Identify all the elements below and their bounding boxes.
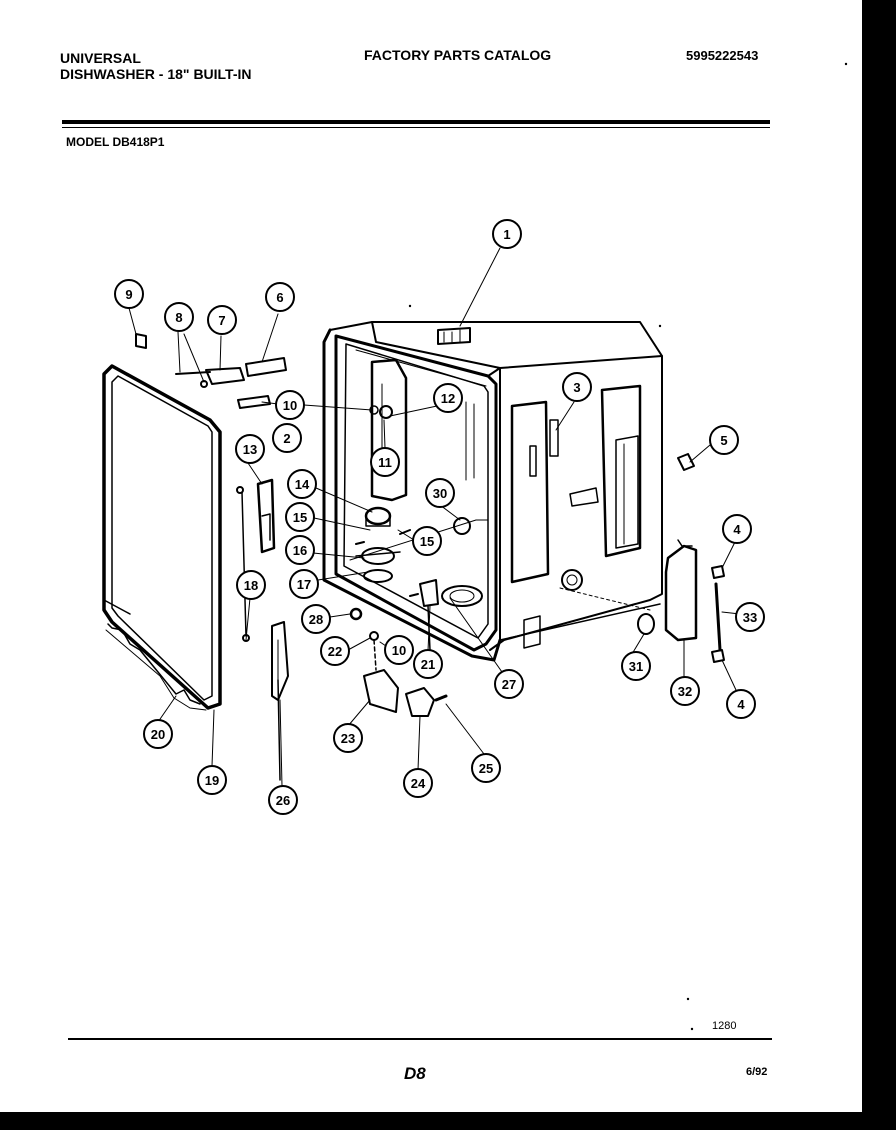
svg-text:7: 7 <box>218 313 225 328</box>
callout-5: 5 <box>709 425 739 455</box>
page-id: D8 <box>404 1064 426 1083</box>
svg-text:31: 31 <box>629 659 643 674</box>
leader-lines <box>128 247 741 787</box>
svg-text:24: 24 <box>411 776 426 791</box>
model-label: MODEL DB418P1 <box>66 135 165 149</box>
callout-21: 21 <box>413 649 443 679</box>
catalog-part-number: 5995222543 <box>686 48 759 63</box>
callout-19: 19 <box>197 765 227 795</box>
callout-6: 6 <box>265 282 295 312</box>
lower-hinge-parts <box>349 579 448 717</box>
svg-text:25: 25 <box>479 761 493 776</box>
svg-text:10: 10 <box>283 398 297 413</box>
callout-14: 14 <box>287 469 317 499</box>
right-side-parts <box>637 453 725 663</box>
callout-4a: 4 <box>722 514 752 544</box>
svg-text:32: 32 <box>678 684 692 699</box>
callout-3: 3 <box>562 372 592 402</box>
hinge-arm-13 <box>236 478 276 554</box>
tub-assembly <box>322 321 663 662</box>
svg-text:10: 10 <box>392 643 406 658</box>
callout-22: 22 <box>320 636 350 666</box>
callout-4b: 4 <box>726 689 756 719</box>
callout-26: 26 <box>268 785 298 815</box>
svg-text:15: 15 <box>293 510 307 525</box>
svg-text:6: 6 <box>276 290 283 305</box>
svg-text:18: 18 <box>244 578 258 593</box>
exploded-parts-diagram: 1 2 3 4 4 5 6 7 8 9 10 10 11 12 13 14 15… <box>102 62 848 1031</box>
callout-12: 12 <box>433 383 463 413</box>
door-hinge-parts <box>135 333 287 409</box>
callout-30: 30 <box>425 478 455 508</box>
callout-1: 1 <box>492 219 522 249</box>
svg-text:14: 14 <box>295 477 310 492</box>
stray-marks <box>408 62 848 1031</box>
callout-13: 13 <box>235 434 265 464</box>
callout-9: 9 <box>114 279 144 309</box>
callout-24: 24 <box>403 768 433 798</box>
callout-10a: 10 <box>275 390 305 420</box>
door-spring-parts <box>241 491 289 781</box>
svg-text:28: 28 <box>309 612 323 627</box>
callout-16: 16 <box>285 535 315 565</box>
callout-27: 27 <box>494 669 524 699</box>
callout-10b: 10 <box>384 635 414 665</box>
svg-text:17: 17 <box>297 577 311 592</box>
footer-rule <box>68 1038 772 1040</box>
callout-15a: 15 <box>285 502 315 532</box>
svg-text:30: 30 <box>433 486 447 501</box>
catalog-title: FACTORY PARTS CATALOG <box>364 47 552 63</box>
svg-text:20: 20 <box>151 727 165 742</box>
catalog-sheet: UNIVERSAL DISHWASHER - 18" BUILT-IN FACT… <box>0 0 862 1112</box>
callout-33: 33 <box>735 602 765 632</box>
svg-text:2: 2 <box>283 431 290 446</box>
svg-text:1: 1 <box>503 227 510 242</box>
svg-text:22: 22 <box>328 644 342 659</box>
header-rule-thick <box>62 120 770 124</box>
drawing-number: 1280 <box>712 1020 737 1032</box>
svg-text:15: 15 <box>420 534 434 549</box>
revision-date: 6/92 <box>746 1066 768 1078</box>
callout-2: 2 <box>272 423 302 453</box>
callout-32: 32 <box>670 676 700 706</box>
callouts: 1 2 3 4 4 5 6 7 8 9 10 10 11 12 13 14 15… <box>114 219 765 815</box>
svg-text:5: 5 <box>720 433 727 448</box>
callout-25: 25 <box>471 753 501 783</box>
svg-text:4: 4 <box>737 697 745 712</box>
callout-23: 23 <box>333 723 363 753</box>
svg-text:21: 21 <box>421 657 435 672</box>
callout-18: 18 <box>236 570 266 600</box>
svg-text:27: 27 <box>502 677 516 692</box>
svg-text:16: 16 <box>293 543 307 558</box>
svg-text:12: 12 <box>441 391 455 406</box>
callout-20: 20 <box>143 719 173 749</box>
svg-text:19: 19 <box>205 773 219 788</box>
product-label: DISHWASHER - 18" BUILT-IN <box>60 66 252 82</box>
svg-text:8: 8 <box>175 310 182 325</box>
callout-8: 8 <box>164 302 194 332</box>
callout-7: 7 <box>207 305 237 335</box>
svg-text:13: 13 <box>243 442 257 457</box>
svg-text:23: 23 <box>341 731 355 746</box>
svg-text:33: 33 <box>743 610 757 625</box>
header-rule-thin <box>62 127 770 128</box>
callout-31: 31 <box>621 651 651 681</box>
svg-text:11: 11 <box>378 455 392 470</box>
callout-28: 28 <box>301 604 331 634</box>
callout-15b: 15 <box>412 526 442 556</box>
callout-11: 11 <box>370 447 400 477</box>
svg-text:4: 4 <box>733 522 741 537</box>
svg-text:9: 9 <box>125 287 132 302</box>
svg-text:3: 3 <box>573 380 580 395</box>
brand-label: UNIVERSAL <box>60 50 141 66</box>
callout-17: 17 <box>289 569 319 599</box>
door-panel <box>102 364 222 711</box>
svg-text:26: 26 <box>276 793 290 808</box>
